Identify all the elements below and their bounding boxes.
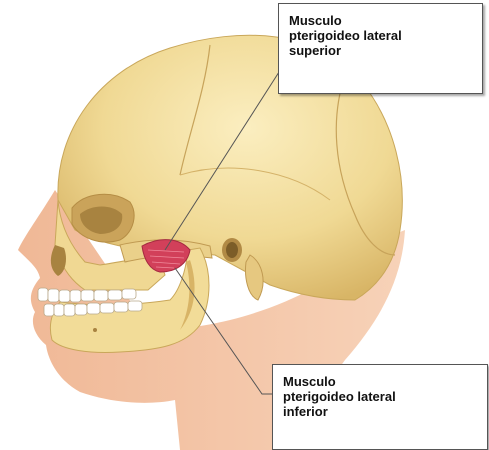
label-inferior-line-2: pterigoideo lateral xyxy=(283,389,477,404)
label-superior-line-3: superior xyxy=(289,43,472,58)
label-inferior-line-3: inferior xyxy=(283,404,477,419)
label-superior-line-2: pterigoideo lateral xyxy=(289,28,472,43)
label-lateral-pterygoid-inferior: Musculo pterigoideo lateral inferior xyxy=(272,364,488,450)
label-superior-line-1: Musculo xyxy=(289,13,472,28)
label-inferior-line-1: Musculo xyxy=(283,374,477,389)
label-lateral-pterygoid-superior: Musculo pterigoideo lateral superior xyxy=(278,3,483,94)
ear-canal xyxy=(226,242,238,258)
mental-foramen xyxy=(93,328,97,332)
